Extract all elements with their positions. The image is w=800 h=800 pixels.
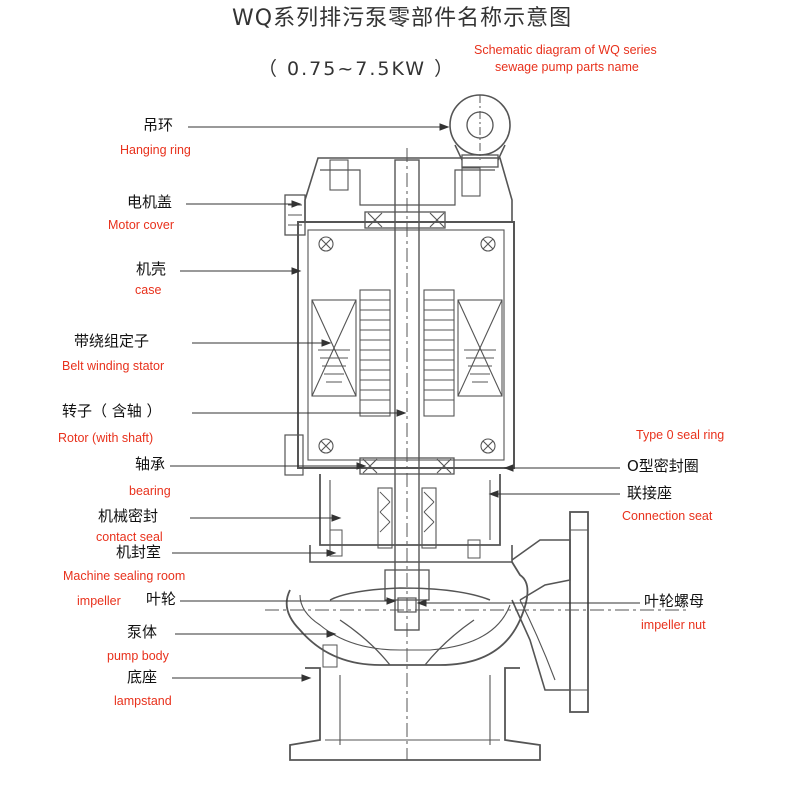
diagram-title: WQ系列排污泵零部件名称示意图	[232, 6, 573, 31]
label-stator-zh: 带绕组定子	[74, 332, 150, 350]
label-seal-room-en: Machine sealing room	[63, 569, 186, 583]
label-seal-room-zh: 机封室	[116, 543, 162, 561]
power-range: （ 0.75~7.5KW ）	[258, 58, 456, 80]
label-hanging-ring-zh: 吊环	[143, 116, 174, 134]
label-case-en: case	[135, 283, 162, 297]
label-case-zh: 机壳	[136, 260, 167, 278]
label-motor-cover-zh: 电机盖	[127, 193, 173, 211]
label-mech-seal-zh: 机械密封	[98, 507, 159, 525]
label-bearing-zh: 轴承	[135, 455, 166, 473]
label-impeller-nut-en: impeller nut	[641, 618, 706, 632]
label-o-ring-en: Type 0 seal ring	[636, 428, 725, 442]
label-rotor-zh: 转子（ 含轴 ）	[62, 402, 162, 420]
label-pump-body-zh: 泵体	[127, 623, 158, 641]
label-impeller-nut-zh: 叶轮螺母	[644, 592, 705, 610]
label-hanging-ring-en: Hanging ring	[120, 143, 191, 157]
label-pump-body-en: pump body	[107, 649, 169, 663]
label-lampstand-zh: 底座	[127, 668, 158, 686]
english-title-line2: sewage pump parts name	[495, 60, 639, 74]
label-connection-seat-zh: 联接座	[627, 484, 673, 502]
label-bearing-en: bearing	[129, 484, 171, 498]
label-rotor-en: Rotor (with shaft)	[58, 431, 154, 445]
label-o-ring-zh: O型密封圈	[627, 457, 699, 475]
label-mech-seal-en: contact seal	[96, 530, 163, 544]
label-connection-seat-en: Connection seat	[622, 509, 713, 523]
label-motor-cover-en: Motor cover	[108, 218, 174, 232]
label-stator-en: Belt winding stator	[62, 359, 165, 373]
label-lampstand-en: lampstand	[114, 694, 172, 708]
label-impeller-en: impeller	[77, 594, 121, 608]
label-impeller-zh: 叶轮	[146, 590, 177, 608]
english-title-line1: Schematic diagram of WQ series	[474, 43, 657, 57]
